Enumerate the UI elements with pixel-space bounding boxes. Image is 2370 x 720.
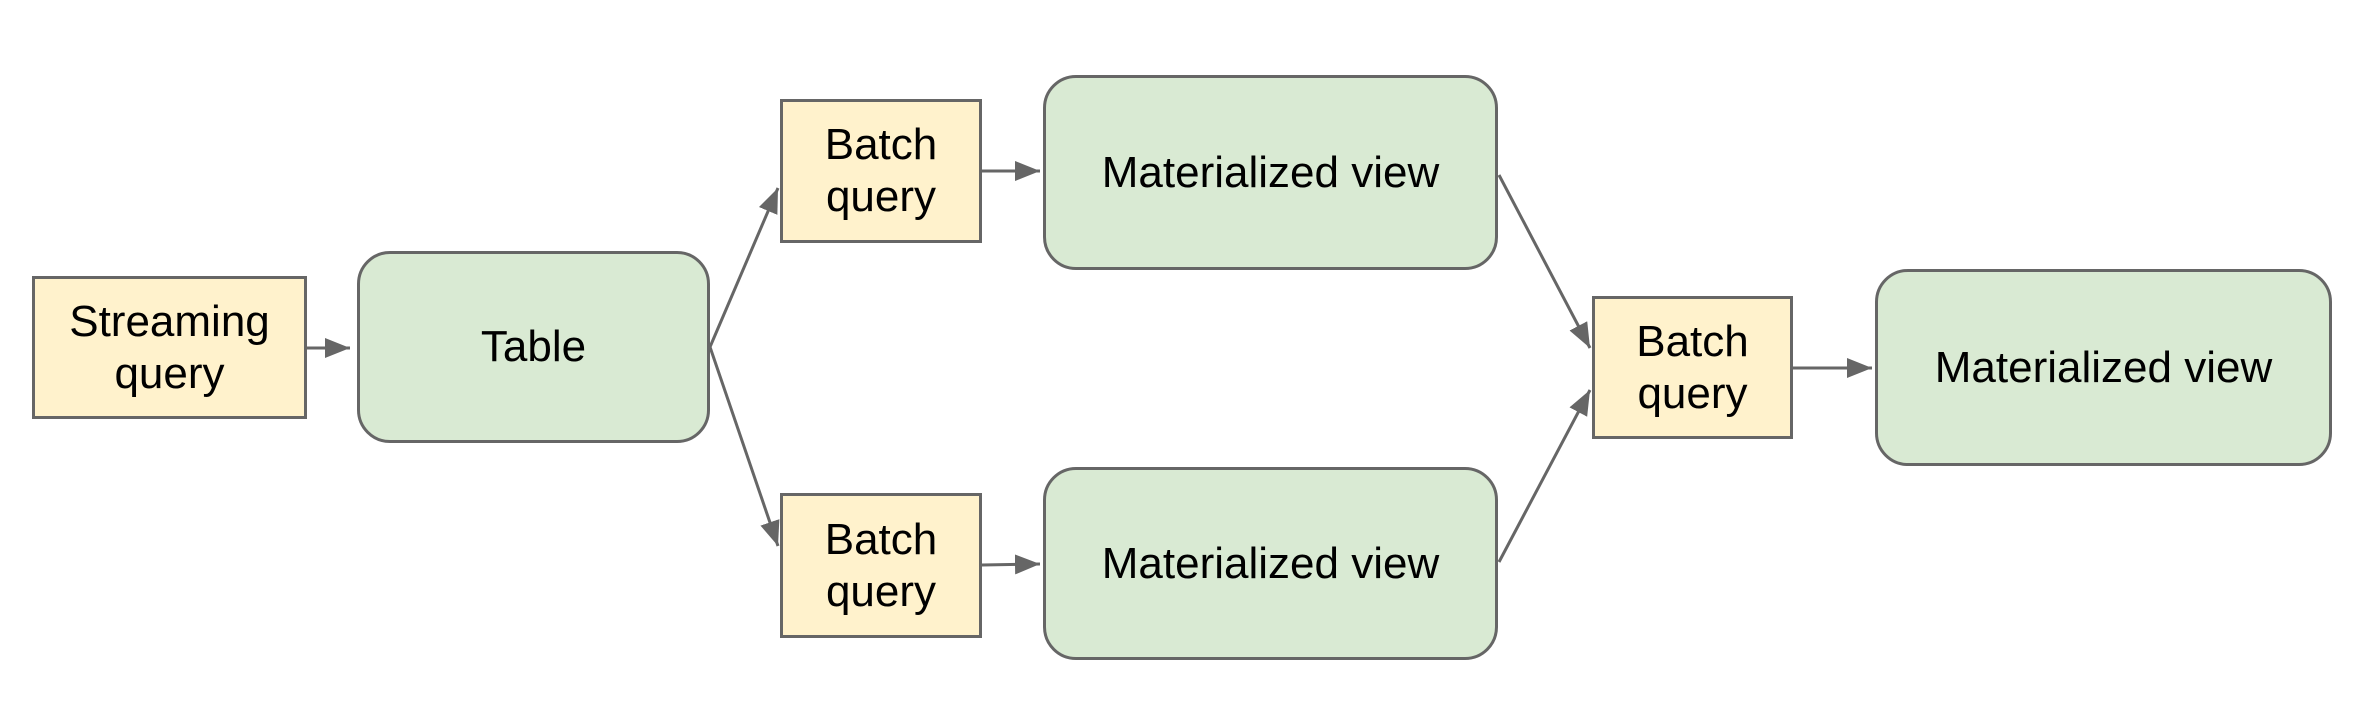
node-materialized-view-bottom: Materialized view	[1043, 467, 1498, 660]
node-label: Materialized view	[1934, 342, 2273, 392]
edge-table-to-batch-query-top	[708, 187, 780, 348]
node-batch-query-final: Batch query	[1592, 296, 1793, 439]
edge-materialized-view-bottom-to-batch-query-final	[1497, 389, 1592, 563]
node-label: Materialized view	[1101, 147, 1440, 197]
edge-batch-query-bottom-to-materialized-view-bottom	[981, 554, 1041, 575]
node-label: Batch query	[824, 120, 938, 221]
node-batch-query-bottom: Batch query	[780, 493, 982, 638]
node-label: Batch query	[824, 514, 938, 616]
node-materialized-view-top: Materialized view	[1043, 75, 1498, 270]
node-label: Table	[480, 322, 587, 371]
edge-materialized-view-top-to-batch-query-final	[1497, 174, 1592, 349]
node-label: Batch query	[1636, 316, 1749, 418]
node-label: Materialized view	[1101, 538, 1440, 588]
node-streaming-query: Streaming query	[32, 276, 307, 419]
node-label: Streaming query	[69, 296, 270, 398]
node-batch-query-top: Batch query	[780, 99, 982, 243]
node-materialized-view-final: Materialized view	[1875, 269, 2332, 466]
node-table: Table	[357, 251, 710, 443]
edge-table-to-batch-query-bottom	[708, 346, 780, 547]
